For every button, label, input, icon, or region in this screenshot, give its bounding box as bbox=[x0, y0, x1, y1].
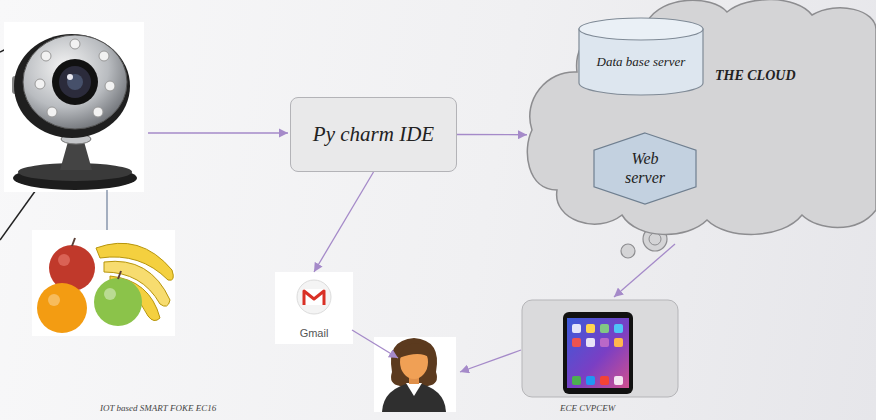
link-line bbox=[106, 190, 107, 232]
fruit-picture bbox=[32, 230, 175, 336]
server-hexagon: Web server bbox=[593, 132, 697, 205]
flow-arrow bbox=[352, 330, 398, 358]
cylinder-top bbox=[579, 18, 703, 40]
process-box: Py charm IDE bbox=[290, 97, 457, 172]
webcam-picture bbox=[4, 22, 144, 192]
flow-arrow bbox=[460, 350, 521, 372]
footer-note: IOT based SMART FOKE EC16 bbox=[100, 403, 216, 413]
flow-arrow bbox=[457, 134, 527, 136]
gmail-tile: Gmail bbox=[275, 272, 353, 344]
cloud-shape bbox=[527, 0, 876, 234]
gmail-label: Gmail bbox=[300, 327, 329, 339]
server-label: Web server bbox=[614, 150, 676, 187]
flow-arrow bbox=[614, 244, 675, 297]
flow-arrow bbox=[314, 172, 374, 272]
flow-arrow bbox=[148, 132, 288, 133]
phone-picture bbox=[522, 300, 678, 397]
hexagon-shape bbox=[594, 133, 696, 204]
person-icon bbox=[374, 337, 456, 412]
cloud-label: THE CLOUD bbox=[715, 68, 796, 84]
database-label: Data base server bbox=[597, 54, 686, 70]
gmail-icon bbox=[275, 272, 353, 344]
cloud-region: Data base serverWeb server THE CLOUD bbox=[527, 0, 876, 245]
process-label: Py charm IDE bbox=[313, 122, 434, 147]
thought-bubble bbox=[621, 244, 635, 258]
footer-note: ECE CVPCEW bbox=[560, 403, 615, 413]
database-cylinder: Data base server bbox=[578, 17, 704, 95]
